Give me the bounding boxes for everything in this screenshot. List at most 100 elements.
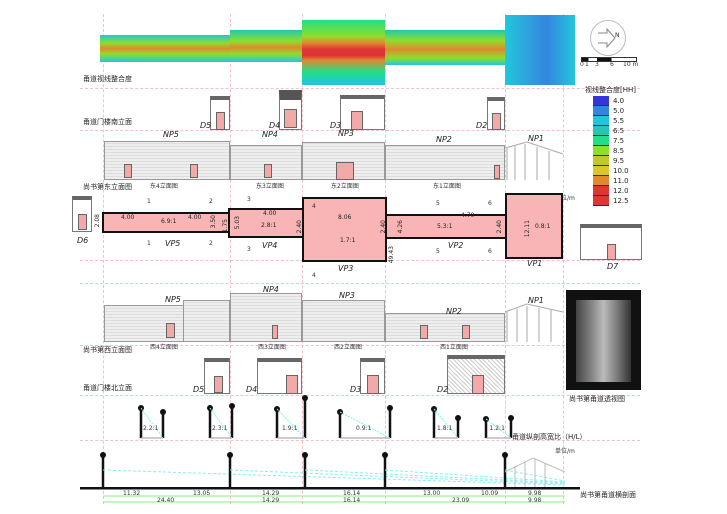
text-label: D3 — [330, 121, 342, 130]
dimension-label: 9.98 — [528, 497, 542, 504]
text-label: NP4 — [263, 285, 279, 294]
text-label: D2 — [476, 121, 488, 130]
legend-swatch — [593, 196, 609, 206]
section-unit-label: 单位/m — [555, 448, 575, 455]
legend-value: 9.5 — [613, 157, 625, 165]
post-cap — [229, 403, 235, 409]
text-label: 1 — [147, 198, 151, 205]
text-label: 1 — [585, 61, 589, 68]
text-label: 东1立面图 — [433, 183, 461, 190]
text-label: VP3 — [338, 264, 354, 273]
legend-swatch — [593, 126, 609, 136]
legend-swatch — [593, 136, 609, 146]
legend-swatch — [593, 116, 609, 126]
dimension-label: 10.09 — [481, 490, 499, 497]
legend-swatch — [593, 96, 609, 106]
text-label: 1.7:1 — [340, 237, 356, 244]
legend-item: 9.5 — [593, 156, 629, 166]
text-label: 西3立面图 — [258, 344, 286, 351]
legend-value: 8.5 — [613, 147, 625, 155]
text-label: 2 — [209, 198, 213, 205]
dimension-label: 11.32 — [123, 490, 141, 497]
unit-label: 单位/m — [555, 195, 575, 202]
legend-value: 5.5 — [613, 117, 625, 125]
text-label: D7 — [607, 262, 619, 271]
alley-perspective-photo — [566, 290, 641, 390]
post-cap — [382, 452, 388, 458]
dimension-label: 1.9:1 — [282, 425, 298, 432]
legend-value: 6.5 — [613, 127, 625, 135]
text-label: D6 — [77, 236, 89, 245]
text-label: NP5 — [165, 295, 181, 304]
text-label: VP1 — [527, 259, 543, 268]
ratio-label: 甬道纵剖高宽比（H/L） — [512, 433, 587, 441]
south-gates-label: 甬道门楼南立面 — [83, 118, 132, 126]
legend-item: 7.5 — [593, 136, 629, 146]
text-label: 0 — [580, 61, 584, 68]
text-label: 5.3:1 — [437, 223, 453, 230]
integration-label: 甬道视线整合度 — [83, 75, 132, 83]
text-label: 1 — [147, 240, 151, 247]
west-elevation-label: 尚书第西立面图 — [83, 346, 132, 354]
text-label: VP2 — [448, 241, 464, 250]
text-label: NP3 — [338, 129, 354, 138]
legend-item: 8.5 — [593, 146, 629, 156]
dimension-label: 2.2:1 — [143, 425, 159, 432]
text-label: 西2立面图 — [334, 344, 362, 351]
text-label: D3 — [350, 385, 362, 394]
dimension-label: 14.29 — [262, 490, 280, 497]
legend-value: 12.0 — [613, 187, 629, 195]
legend-item: 12.0 — [593, 186, 629, 196]
legend-value: 7.5 — [613, 137, 625, 145]
pavilion-section — [504, 457, 566, 487]
dimension-label: 1.8:1 — [437, 425, 453, 432]
sight-line — [339, 411, 391, 439]
sight-line — [433, 408, 459, 439]
text-label: 10 m — [623, 61, 639, 68]
legend-swatch — [593, 166, 609, 176]
legend-item: 4.0 — [593, 96, 629, 106]
text-label: 4.70 — [461, 212, 475, 219]
text-label: 西1立面图 — [440, 344, 468, 351]
dimension-label: 14.29 — [262, 497, 280, 504]
post-cap — [227, 452, 233, 458]
text-label: NP3 — [339, 291, 355, 300]
sight-line — [209, 407, 233, 439]
text-label: D5 — [200, 121, 212, 130]
text-label: 0.8:1 — [535, 223, 551, 230]
sight-line — [485, 418, 512, 439]
dimension-label: 16.14 — [343, 497, 361, 504]
photo-caption: 尚书第甬道透视图 — [569, 395, 625, 403]
text-label: 5 — [436, 200, 440, 207]
text-label: NP1 — [528, 296, 544, 305]
text-label: 西4立面图 — [150, 344, 178, 351]
text-label: 东4立面图 — [150, 183, 178, 190]
text-label: 2 — [209, 240, 213, 247]
text-label: 3 — [595, 61, 599, 68]
text-label: N — [615, 32, 620, 39]
legend-item: 5.0 — [593, 106, 629, 116]
legend-title: 视线整合度[HH] — [585, 86, 636, 94]
text-label: 2.8:1 — [261, 222, 277, 229]
text-label: VP5 — [165, 239, 181, 248]
dimension-label: 2.3:1 — [212, 425, 228, 432]
legend-swatch — [593, 156, 609, 166]
post-cap — [455, 415, 461, 421]
post-cap — [160, 409, 166, 415]
text-label: 5 — [436, 248, 440, 255]
text-label: 4.00 — [121, 214, 135, 221]
legend-item: 12.5 — [593, 196, 629, 206]
text-label: NP4 — [262, 130, 278, 139]
text-label: 4.00 — [263, 210, 277, 217]
legend-value: 11.0 — [613, 177, 629, 185]
text-label: NP1 — [528, 134, 544, 143]
post-cap — [302, 452, 308, 458]
sight-line — [229, 469, 566, 485]
legend-swatch — [593, 146, 609, 156]
text-label: 东2立面图 — [331, 183, 359, 190]
legend-value: 5.0 — [613, 107, 625, 115]
text-label: 6.9:1 — [161, 218, 177, 225]
legend-item: 5.5 — [593, 116, 629, 126]
